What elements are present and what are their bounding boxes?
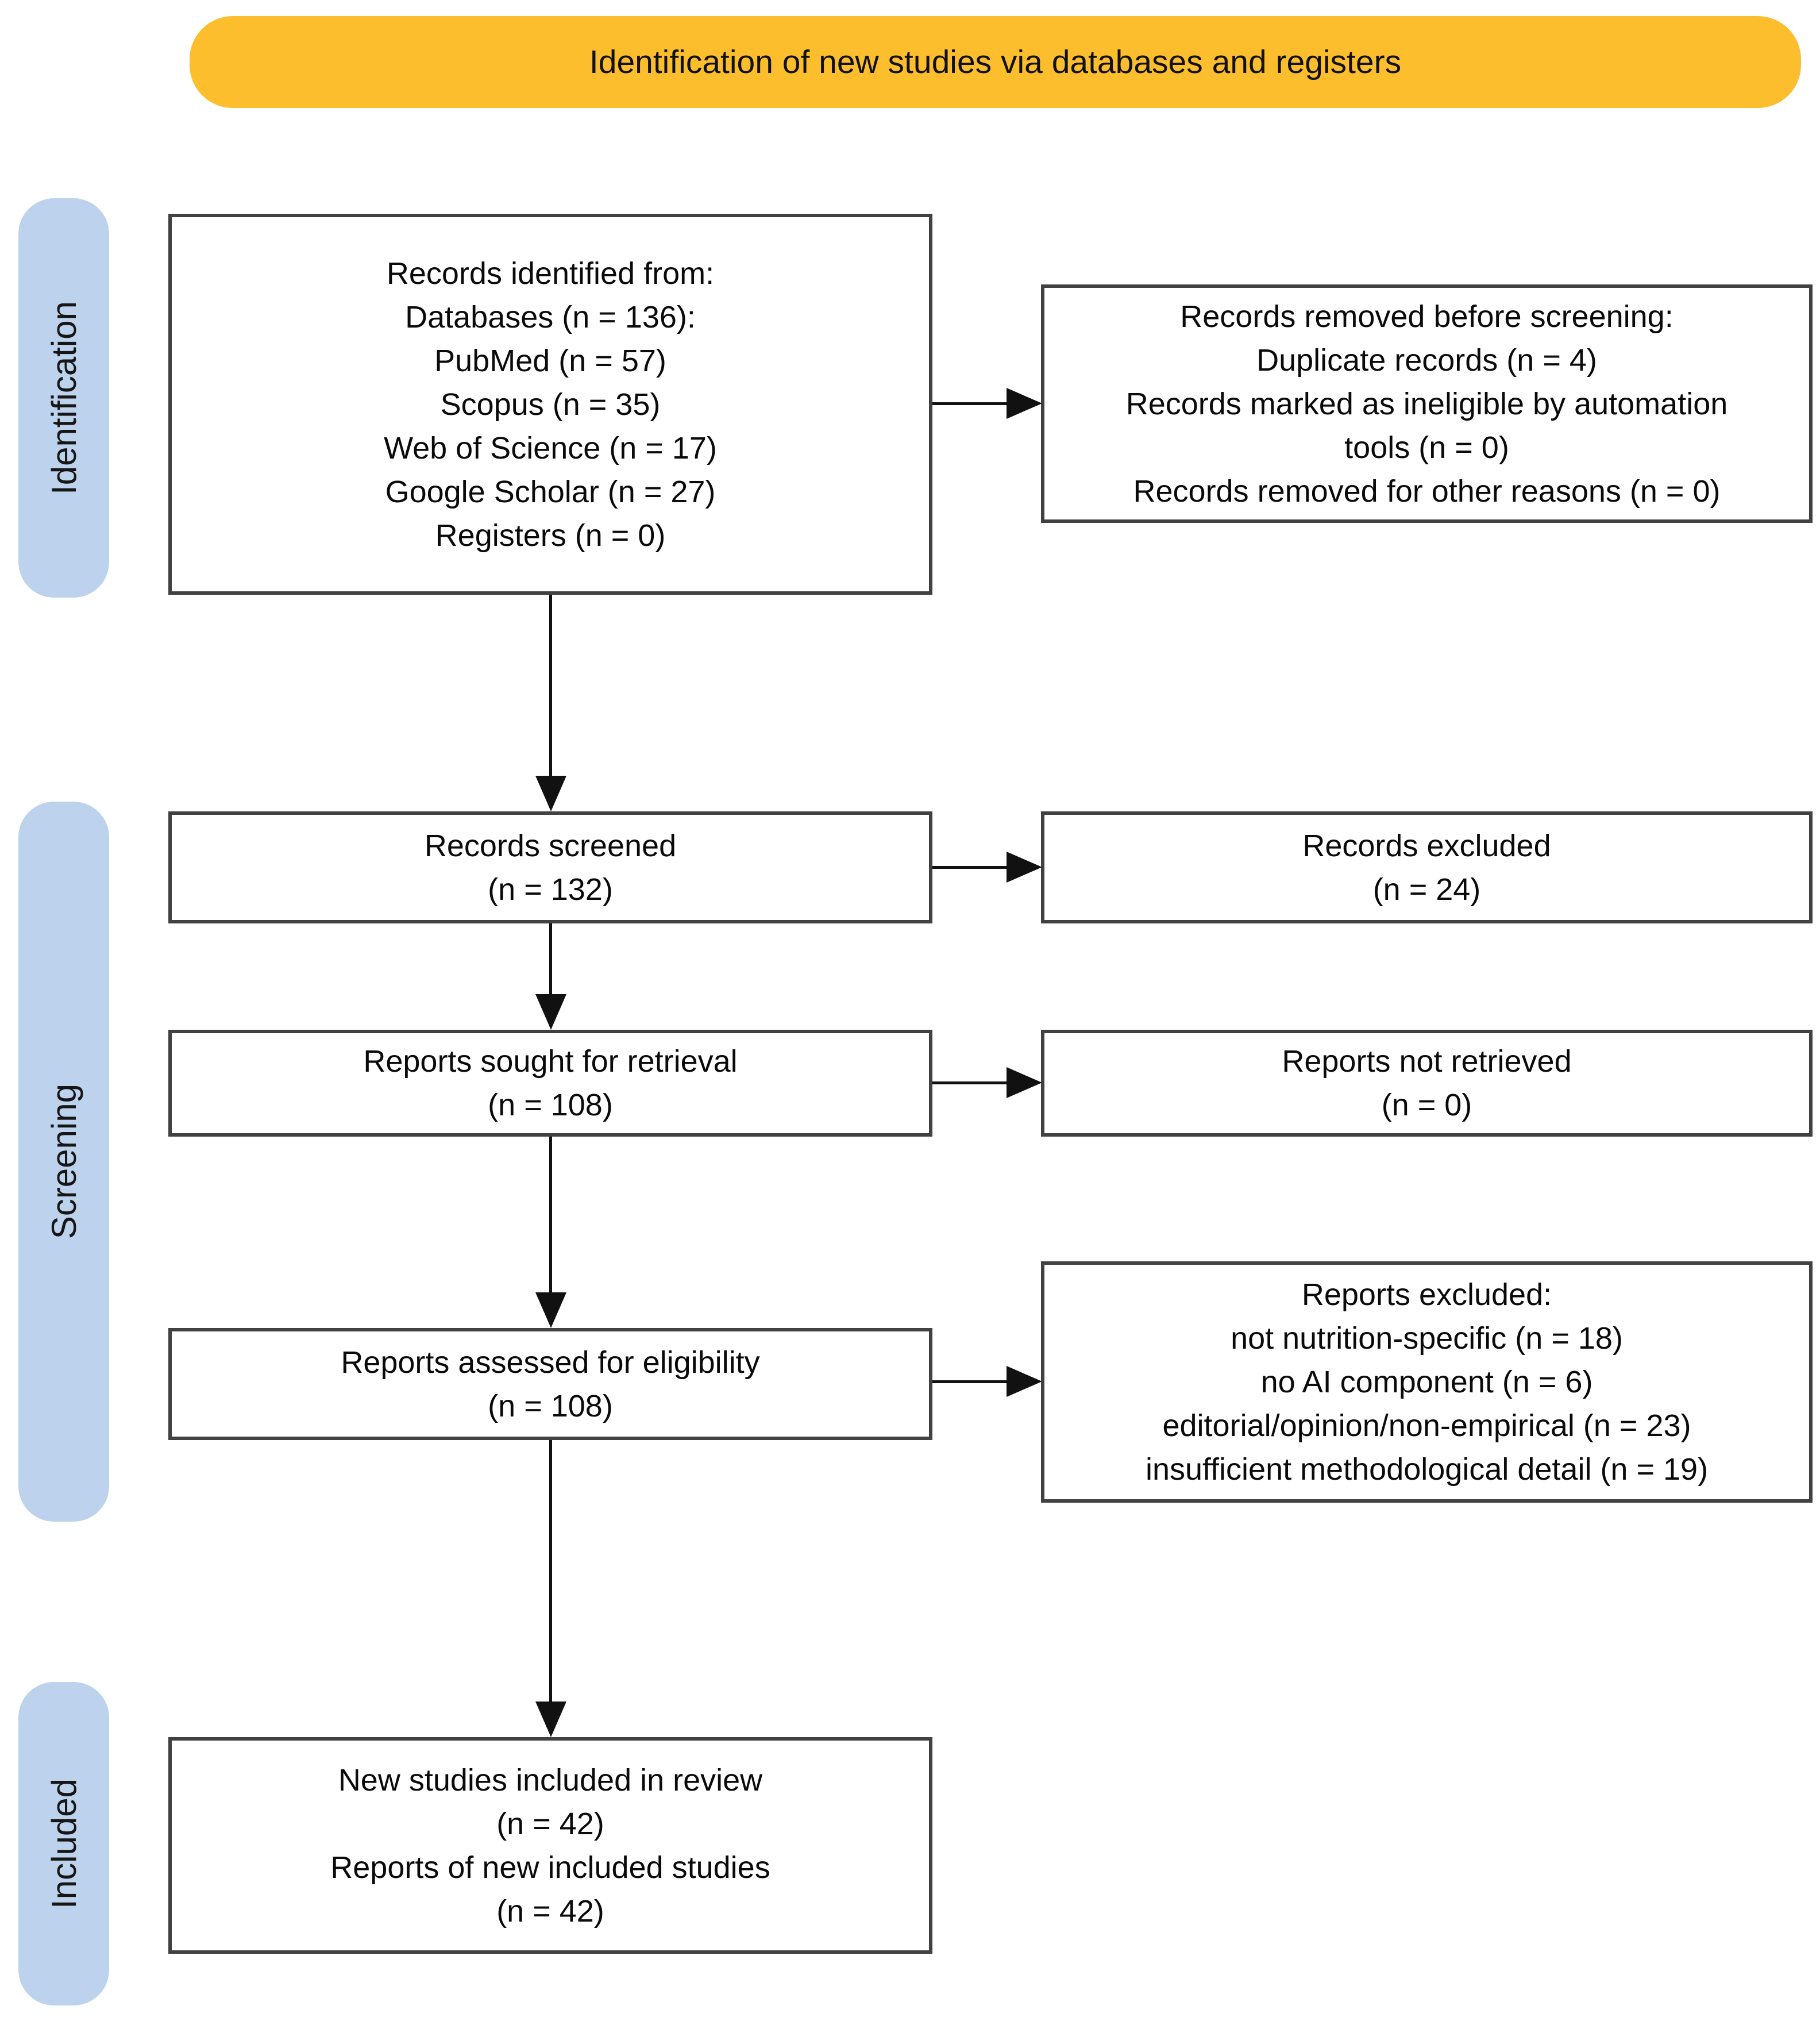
arrow-screened-to-sought-stem: [549, 923, 552, 995]
box-records-excluded: Records excluded(n = 24): [1041, 811, 1813, 923]
stage-label-identification: Identification: [18, 198, 109, 598]
arrow-sought-to-not-retrieved-head: [1007, 1067, 1042, 1098]
arrow-assessed-to-reports-excluded-head: [1007, 1366, 1042, 1397]
arrow-screened-to-sought-head: [535, 994, 566, 1030]
box-records-screened: Records screened(n = 132): [168, 811, 932, 923]
arrow-assessed-to-included-stem: [549, 1440, 552, 1703]
box-reports-sought-for-retrieval: Reports sought for retrieval(n = 108): [168, 1030, 932, 1137]
box-records-excluded-text: Records excluded(n = 24): [1302, 828, 1551, 907]
box-records-removed-before-screening: Records removed before screening:Duplica…: [1041, 284, 1813, 523]
stage-label-identification-text: Identification: [44, 301, 83, 495]
box-reports-not-retrieved: Reports not retrieved(n = 0): [1041, 1030, 1813, 1137]
box-records-identified: Records identified from:Databases (n = 1…: [168, 214, 932, 595]
box-records-screened-text: Records screened(n = 132): [424, 828, 677, 907]
arrow-screened-to-excluded-head: [1007, 852, 1042, 883]
stage-label-included: Included: [18, 1682, 109, 2005]
arrow-sought-to-assessed-stem: [549, 1137, 552, 1294]
box-records-identified-text: Records identified from:Databases (n = 1…: [384, 256, 717, 553]
arrow-identified-to-removed-stem: [932, 402, 1007, 405]
arrow-sought-to-assessed-head: [535, 1292, 566, 1328]
stage-label-included-text: Included: [44, 1779, 83, 1909]
box-records-removed-text: Records removed before screening:Duplica…: [1125, 299, 1728, 509]
stage-label-screening-text: Screening: [44, 1084, 83, 1239]
arrow-identified-to-screened-stem: [549, 595, 552, 777]
box-reports-excluded-text: Reports excluded:not nutrition-specific …: [1145, 1277, 1709, 1487]
box-new-studies-included: New studies included in review(n = 42)Re…: [168, 1737, 932, 1954]
box-reports-assessed-text: Reports assessed for eligibility(n = 108…: [341, 1345, 760, 1423]
arrow-identified-to-screened-head: [535, 776, 566, 811]
box-new-studies-included-text: New studies included in review(n = 42)Re…: [330, 1762, 770, 1928]
arrow-assessed-to-included-head: [535, 1702, 566, 1737]
arrow-assessed-to-reports-excluded-stem: [932, 1380, 1007, 1383]
box-reports-assessed-for-eligibility: Reports assessed for eligibility(n = 108…: [168, 1328, 932, 1440]
arrow-sought-to-not-retrieved-stem: [932, 1081, 1007, 1084]
arrow-identified-to-removed-head: [1007, 388, 1042, 419]
arrow-screened-to-excluded-stem: [932, 866, 1007, 869]
box-reports-excluded: Reports excluded:not nutrition-specific …: [1041, 1261, 1813, 1503]
banner-title: Identification of new studies via databa…: [190, 16, 1801, 108]
box-reports-sought-text: Reports sought for retrieval(n = 108): [363, 1044, 738, 1122]
box-reports-not-retrieved-text: Reports not retrieved(n = 0): [1282, 1044, 1572, 1122]
stage-label-screening: Screening: [18, 802, 109, 1522]
